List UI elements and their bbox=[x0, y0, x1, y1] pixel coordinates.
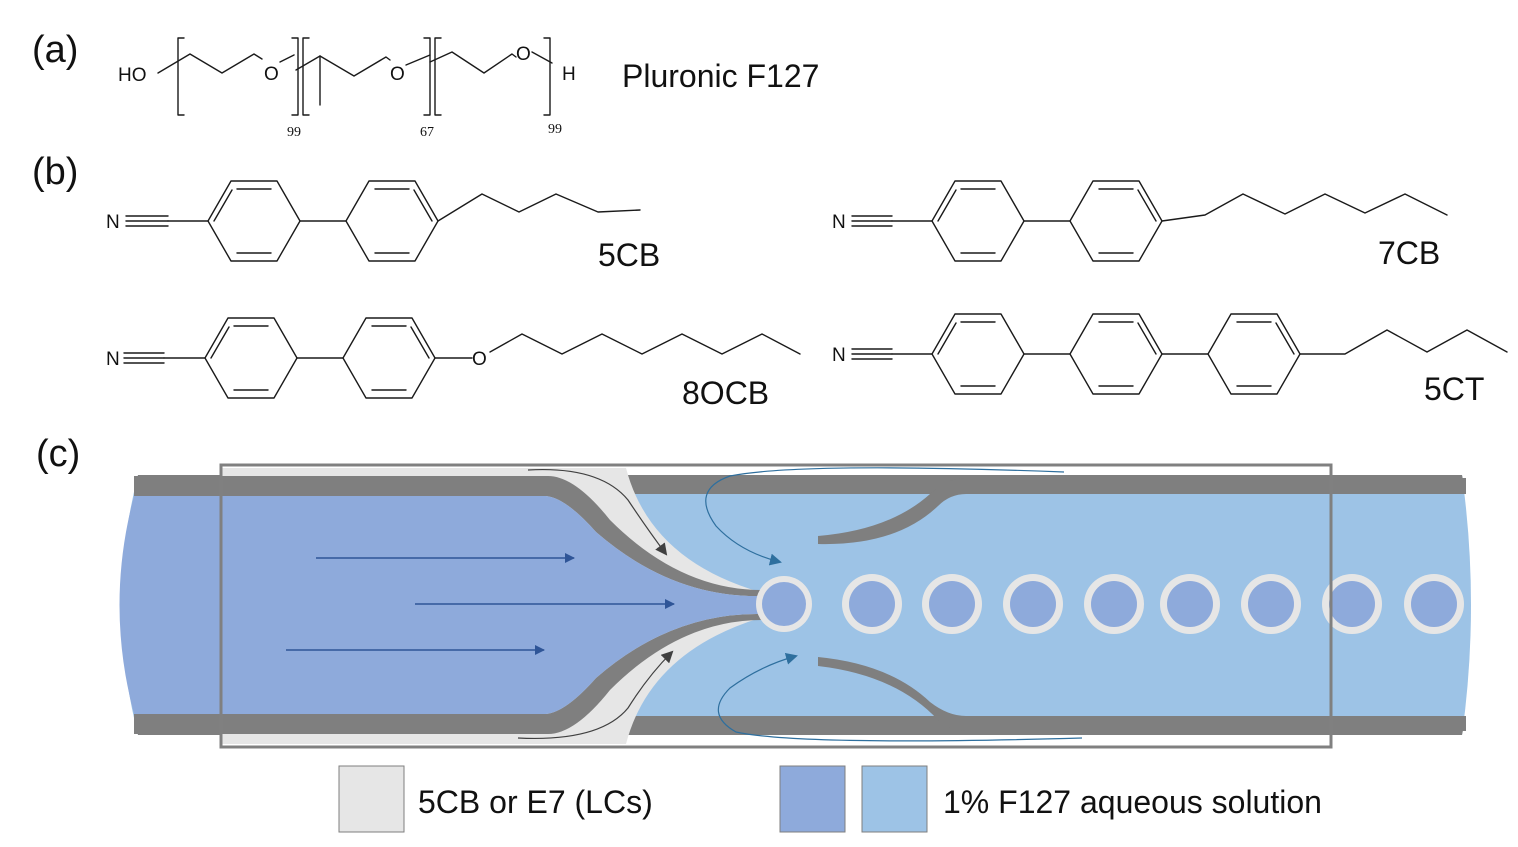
bracket-right-2 bbox=[423, 37, 431, 116]
legend-swatch-outer-aqueous bbox=[861, 765, 928, 833]
panel-a: (a) HO O 99 O 67 O H 99 Pl bbox=[32, 29, 819, 140]
droplet bbox=[1404, 574, 1464, 634]
molecule-8ocb: N O 8OCB bbox=[106, 317, 801, 411]
peo-chain-1 bbox=[157, 53, 263, 74]
droplet bbox=[1322, 574, 1382, 634]
collection-wall-top bbox=[818, 478, 1466, 545]
outer-flow-arrow bbox=[705, 467, 1065, 566]
nitrile-bond bbox=[851, 215, 893, 227]
molecule-5ct: N 5CT bbox=[832, 313, 1508, 407]
molecule-5cb: N 5CB bbox=[106, 180, 660, 273]
nitrile-n-label: N bbox=[832, 212, 846, 233]
nitrile-bond bbox=[125, 215, 169, 227]
benzene-ring-1 bbox=[207, 180, 301, 262]
hydrogen-end-label: H bbox=[562, 64, 576, 85]
alkyl-chain bbox=[437, 193, 641, 222]
repeat-count-1: 99 bbox=[287, 125, 301, 140]
legend: 5CB or E7 (LCs) 1% F127 aqueous solution bbox=[338, 765, 1322, 833]
bond-o3 bbox=[531, 51, 553, 64]
outer-flow-arrow bbox=[717, 652, 1083, 742]
pluronic-structure: HO O 99 O 67 O H 99 bbox=[118, 37, 576, 140]
pluronic-name: Pluronic F127 bbox=[622, 58, 819, 94]
bracket-left-2 bbox=[302, 37, 310, 116]
panel-c: (c) bbox=[36, 433, 1471, 833]
legend-label-lc: 5CB or E7 (LCs) bbox=[418, 784, 653, 820]
panel-label-c: (c) bbox=[36, 433, 80, 475]
repeat-count-3: 99 bbox=[548, 122, 562, 137]
droplet bbox=[842, 574, 902, 634]
oxygen-label-3: O bbox=[516, 44, 531, 65]
bracket-left-1 bbox=[177, 37, 185, 116]
nitrile-bond bbox=[123, 352, 165, 364]
bond-o1 bbox=[279, 54, 295, 63]
legend-label-aqueous: 1% F127 aqueous solution bbox=[943, 784, 1322, 820]
benzene-ring-2 bbox=[342, 317, 436, 399]
lc-flow-arrow bbox=[527, 468, 668, 556]
label-8ocb: 8OCB bbox=[682, 375, 769, 411]
nitrile-bond bbox=[851, 348, 893, 360]
label-5cb: 5CB bbox=[598, 237, 660, 273]
panel-label-a: (a) bbox=[32, 29, 78, 71]
benzene-ring-3 bbox=[1207, 313, 1301, 395]
droplets bbox=[756, 574, 1464, 634]
benzene-ring-2 bbox=[1069, 180, 1163, 262]
legend-swatch-inner-aqueous bbox=[779, 765, 846, 833]
ether-o-label: O bbox=[472, 349, 487, 370]
nitrile-n-label: N bbox=[106, 349, 120, 370]
benzene-ring-1 bbox=[204, 317, 298, 399]
repeat-count-2: 67 bbox=[420, 125, 434, 140]
panel-label-b: (b) bbox=[32, 151, 78, 193]
benzene-ring-2 bbox=[1069, 313, 1163, 395]
inner-wall-bottom bbox=[134, 613, 762, 734]
inner-aqueous-phase bbox=[119, 496, 762, 714]
bracket-left-3 bbox=[434, 37, 442, 116]
droplet bbox=[1160, 574, 1220, 634]
benzene-ring-1 bbox=[931, 313, 1025, 395]
nitrile-n-label: N bbox=[832, 345, 846, 366]
bracket-right-1 bbox=[291, 37, 299, 116]
droplet bbox=[922, 574, 982, 634]
legend-swatch-lc bbox=[338, 765, 405, 833]
ppo-chain bbox=[295, 55, 391, 77]
alkyl-chain bbox=[1299, 329, 1508, 355]
lc-flow-arrow bbox=[517, 650, 674, 740]
droplet bbox=[1003, 574, 1063, 634]
peo-chain-3 bbox=[429, 51, 517, 74]
nitrile-n-label: N bbox=[106, 212, 120, 233]
microfluidic-device bbox=[119, 463, 1471, 749]
bracket-right-3 bbox=[543, 37, 551, 116]
benzene-ring-2 bbox=[345, 180, 439, 262]
panel-b: (b) N 5CB N 7CB N bbox=[32, 151, 1508, 411]
hydroxyl-end-label: HO bbox=[118, 65, 147, 86]
droplet bbox=[1084, 574, 1144, 634]
alkyl-chain bbox=[1161, 193, 1448, 222]
view-frame bbox=[219, 463, 1333, 749]
flow-arrows bbox=[286, 467, 1083, 742]
droplet bbox=[1241, 574, 1301, 634]
benzene-ring-1 bbox=[931, 180, 1025, 262]
oxygen-label-2: O bbox=[390, 64, 405, 85]
bond-o2 bbox=[405, 54, 431, 66]
inner-wall-top bbox=[134, 476, 762, 597]
collection-wall-bottom bbox=[818, 657, 1466, 731]
oxygen-label-1: O bbox=[264, 64, 279, 85]
label-5ct: 5CT bbox=[1424, 371, 1484, 407]
label-7cb: 7CB bbox=[1378, 235, 1440, 271]
alkoxy-chain bbox=[489, 333, 801, 355]
molecule-7cb: N 7CB bbox=[832, 180, 1448, 271]
